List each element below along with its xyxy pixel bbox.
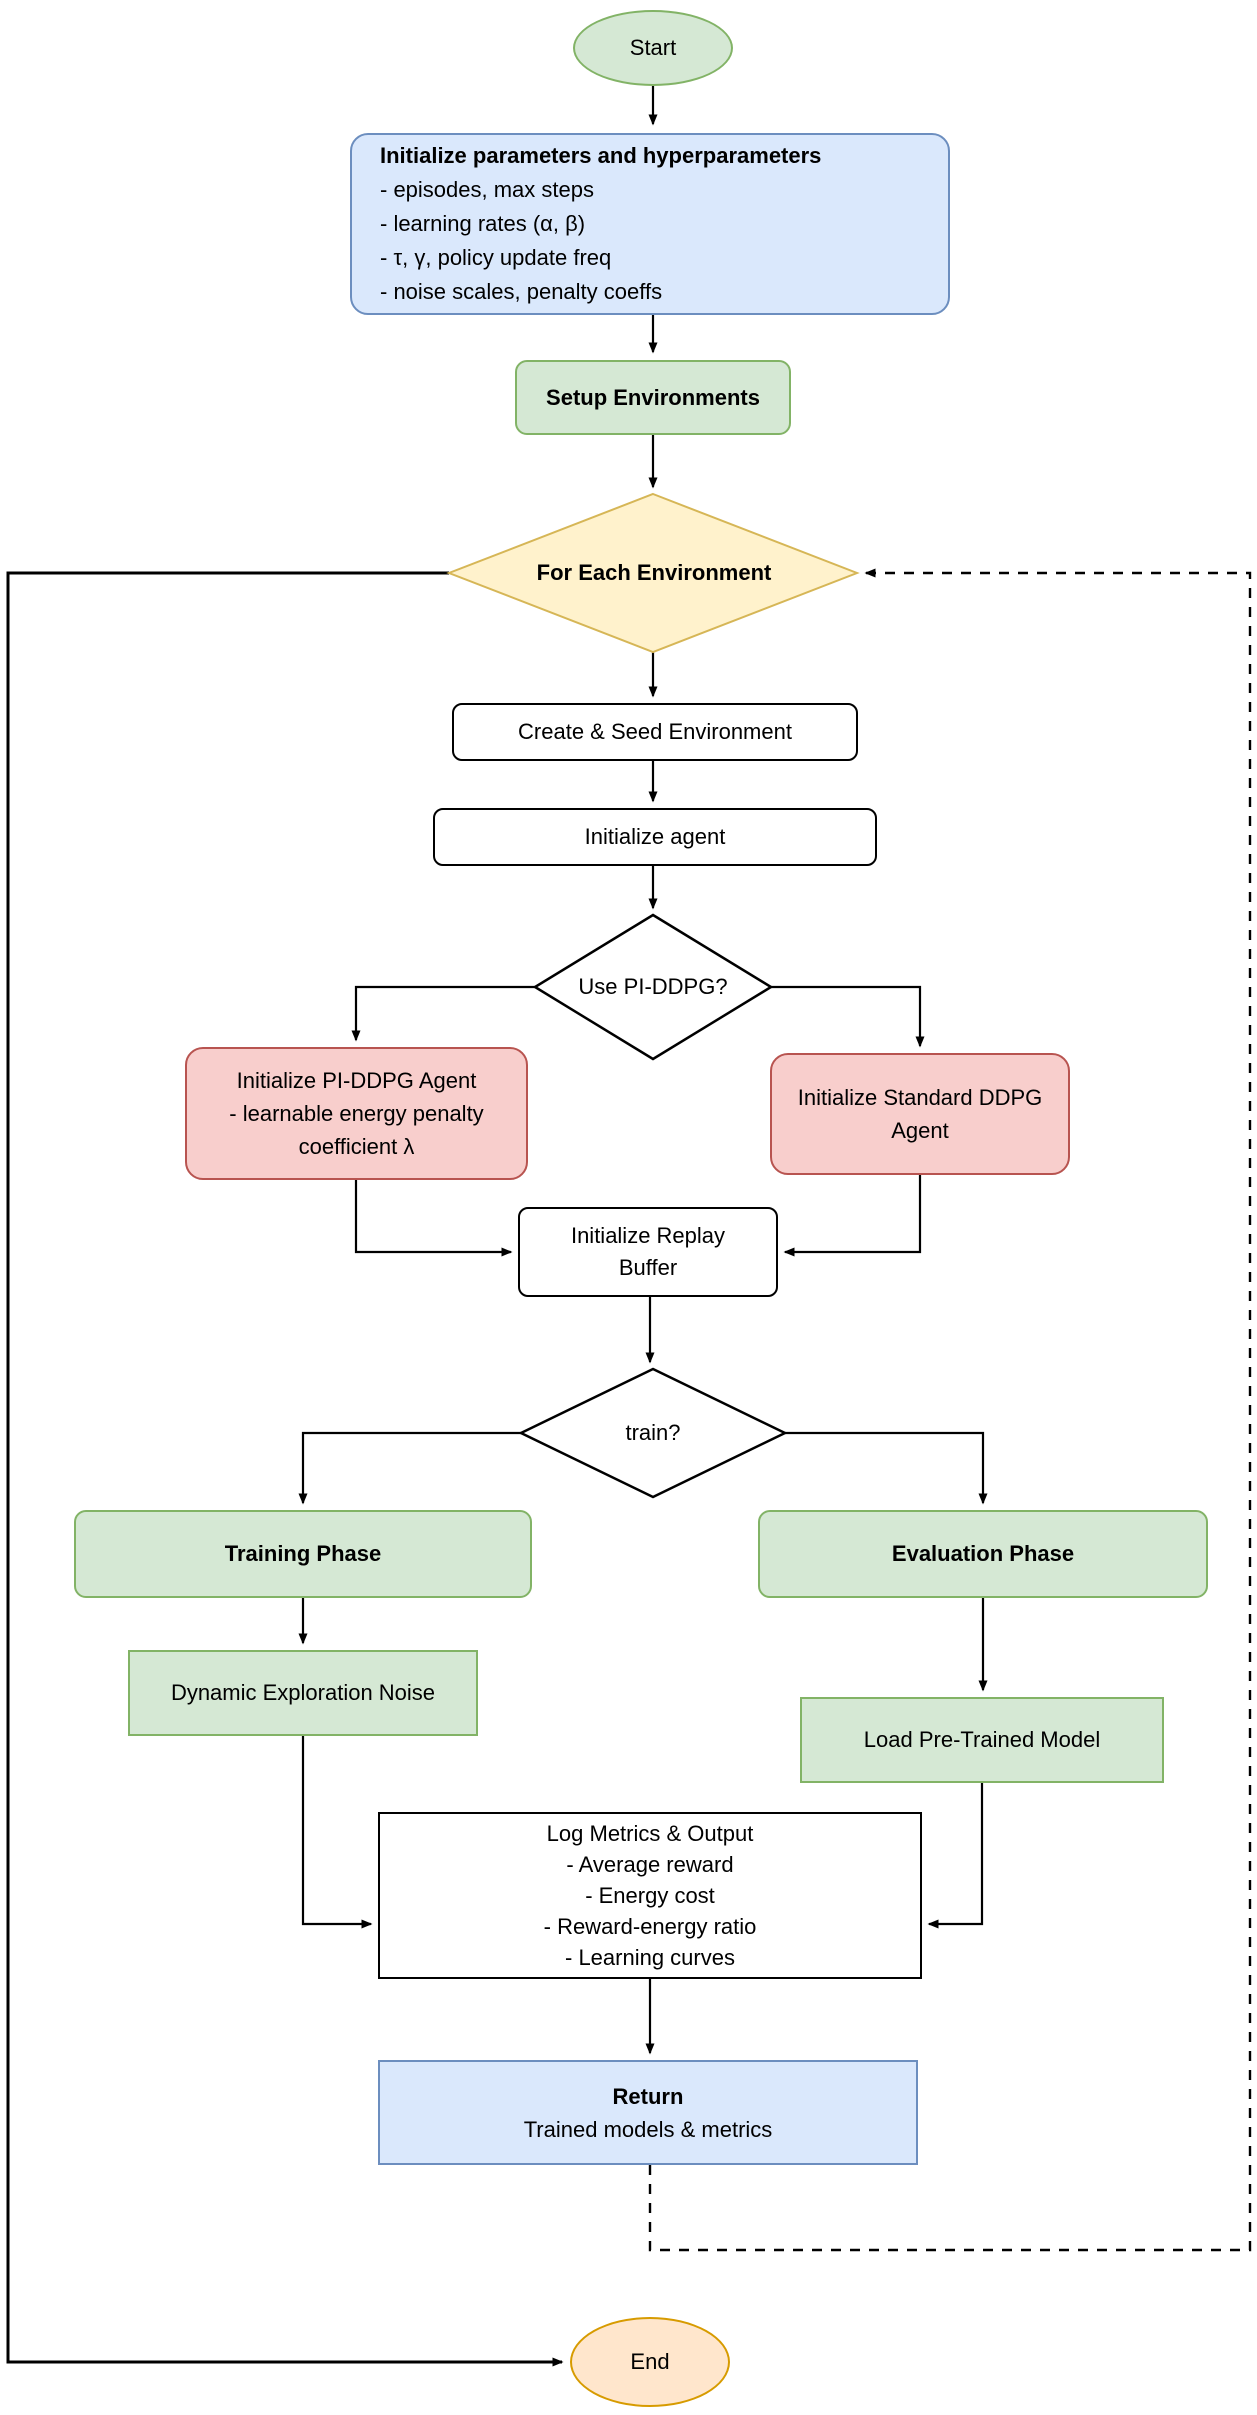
log-metrics-line: - Learning curves — [565, 1945, 735, 1970]
create-seed-environment-node: Create & Seed Environment — [452, 703, 858, 761]
for-each-environment-label: For Each Environment — [536, 560, 772, 585]
dynamic-exploration-noise-label: Dynamic Exploration Noise — [170, 1680, 436, 1706]
start-node: Start — [573, 10, 733, 86]
log-metrics-line: - Average reward — [566, 1852, 734, 1877]
edge-load-to-log — [927, 1783, 984, 1929]
edge-foreach-done-to-end — [6, 571, 564, 2367]
use-piddpg-diamond-shape — [532, 913, 774, 1061]
dynamic-exploration-noise-node: Dynamic Exploration Noise — [128, 1650, 478, 1736]
log-metrics-title: Log Metrics & Output — [546, 1821, 754, 1846]
setup-environments-label: Setup Environments — [546, 384, 760, 410]
edge-return-loop-to-foreach — [648, 568, 1252, 2252]
training-phase-node: Training Phase — [74, 1510, 532, 1598]
log-metrics-node: Log Metrics & Output - Average reward - … — [378, 1812, 922, 1979]
edge-piddpg-to-replay — [354, 1180, 513, 1257]
init-params-line: - noise scales, penalty coeffs — [380, 279, 663, 304]
evaluation-phase-node: Evaluation Phase — [758, 1510, 1208, 1598]
init-piddpg-agent-node: Initialize PI-DDPG Agent - learnable ene… — [185, 1047, 528, 1180]
initialize-replay-buffer-label: Initialize Replay Buffer — [570, 1223, 726, 1280]
return-node: Return Trained models & metrics — [378, 2060, 918, 2165]
for-each-environment-node: For Each Environment — [489, 543, 819, 603]
end-label: End — [630, 2349, 670, 2375]
init-standard-ddpg-node: Initialize Standard DDPG Agent — [770, 1053, 1070, 1175]
init-params-node: Initialize parameters and hyperparameter… — [350, 133, 950, 315]
load-pretrained-model-node: Load Pre-Trained Model — [800, 1697, 1164, 1783]
use-piddpg-label: Use PI-DDPG? — [578, 974, 728, 999]
init-standard-ddpg-label: Initialize Standard DDPG Agent — [797, 1085, 1043, 1143]
setup-environments-node: Setup Environments — [515, 360, 791, 435]
create-seed-environment-label: Create & Seed Environment — [518, 719, 792, 745]
train-node: train? — [573, 1403, 733, 1463]
initialize-agent-node: Initialize agent — [433, 808, 877, 866]
train-diamond-shape — [518, 1367, 788, 1499]
for-each-environment-diamond-shape — [446, 492, 860, 654]
edge-standard-to-replay — [783, 1175, 922, 1257]
initialize-replay-buffer-node: Initialize Replay Buffer — [518, 1207, 778, 1297]
initialize-agent-label: Initialize agent — [584, 824, 726, 850]
training-phase-label: Training Phase — [224, 1541, 382, 1567]
init-params-line: - τ, γ, policy update freq — [380, 245, 612, 270]
init-piddpg-agent-line: Initialize PI-DDPG Agent — [236, 1068, 477, 1093]
end-node: End — [570, 2317, 730, 2407]
evaluation-phase-label: Evaluation Phase — [891, 1541, 1075, 1567]
init-piddpg-agent-line: coefficient λ — [298, 1134, 415, 1159]
init-params-line: - episodes, max steps — [380, 177, 594, 202]
log-metrics-line: - Reward-energy ratio — [543, 1914, 757, 1939]
return-subtitle: Trained models & metrics — [523, 2116, 773, 2142]
start-label: Start — [629, 35, 677, 61]
edge-train-yes — [298, 1431, 521, 1505]
edge-use-piddpg-yes — [351, 985, 535, 1042]
init-params-line: - learning rates (α, β) — [380, 211, 586, 236]
log-metrics-line: - Energy cost — [585, 1883, 715, 1908]
init-params-title: Initialize parameters and hyperparameter… — [380, 143, 822, 168]
load-pretrained-model-label: Load Pre-Trained Model — [863, 1727, 1101, 1753]
train-label: train? — [625, 1420, 681, 1445]
use-piddpg-node: Use PI-DDPG? — [553, 957, 753, 1017]
edge-noise-to-log — [301, 1736, 373, 1929]
edge-use-piddpg-no — [771, 985, 925, 1048]
return-title: Return — [612, 2083, 684, 2109]
init-piddpg-agent-line: - learnable energy penalty — [229, 1101, 484, 1126]
edge-train-no — [785, 1431, 988, 1505]
